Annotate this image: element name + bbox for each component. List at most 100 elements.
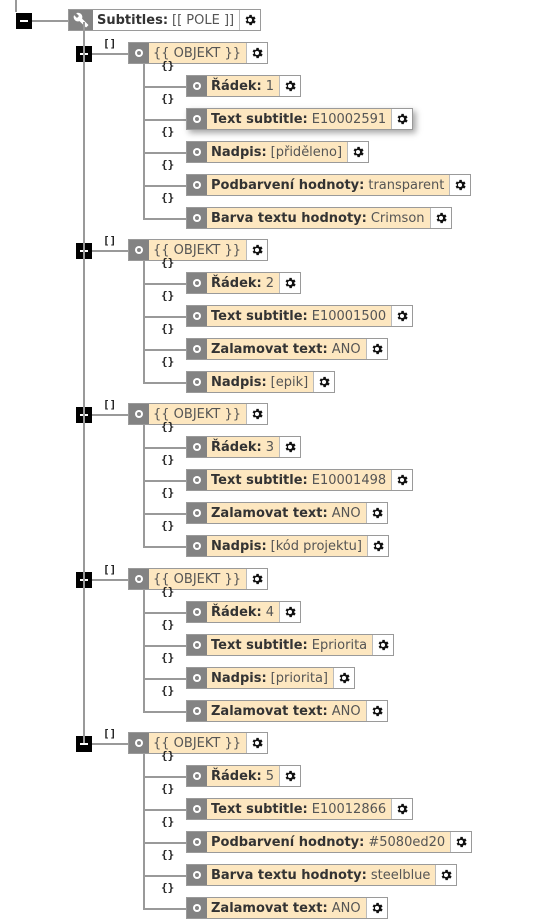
node-label: Text subtitle:E10001500: [207, 306, 392, 326]
gear-icon[interactable]: [332, 668, 354, 688]
property-node[interactable]: Nadpis:[epik]: [186, 371, 336, 393]
tree-connector: [143, 711, 186, 713]
collapse-object-button[interactable]: [76, 736, 92, 752]
tree-connector: [83, 22, 85, 743]
circle-dot-icon: [187, 470, 207, 490]
type-bracket: []: [103, 37, 117, 50]
tree-connector: [143, 283, 186, 285]
gear-icon[interactable]: [279, 602, 301, 622]
tree-connector: [143, 908, 186, 910]
object-node[interactable]: {{ OBJEKT }}: [128, 42, 269, 64]
node-dot: [193, 148, 201, 156]
node-key: Barva textu hodnoty:: [211, 867, 367, 883]
property-node[interactable]: Řádek:5: [186, 765, 302, 787]
tree-connector: [143, 185, 186, 187]
gear-icon[interactable]: [347, 142, 369, 162]
tree-connector: [143, 447, 186, 449]
node-key: Zalamovat text:: [211, 505, 328, 521]
property-node[interactable]: Zalamovat text:ANO: [186, 338, 388, 360]
property-node[interactable]: Řádek:2: [186, 272, 302, 294]
property-node[interactable]: Nadpis:[priorita]: [186, 667, 355, 689]
gear-icon[interactable]: [391, 306, 413, 326]
object-node[interactable]: {{ OBJEKT }}: [128, 732, 269, 754]
gear-icon[interactable]: [246, 43, 268, 63]
gear-icon[interactable]: [279, 766, 301, 786]
property-node[interactable]: Podbarvení hodnoty:#5080ed20: [186, 831, 473, 853]
property-node[interactable]: Text subtitle:E10012866: [186, 798, 414, 820]
gear-icon[interactable]: [246, 404, 268, 424]
node-dot: [135, 246, 143, 254]
property-node[interactable]: Zalamovat text:ANO: [186, 897, 388, 919]
collapse-root-button[interactable]: [16, 13, 32, 29]
gear-icon[interactable]: [365, 503, 387, 523]
node-dot: [193, 838, 201, 846]
tree-connector: [143, 513, 186, 515]
object-node[interactable]: {{ OBJEKT }}: [128, 568, 269, 590]
node-dot: [193, 312, 201, 320]
property-node[interactable]: Barva textu hodnoty:steelblue: [186, 864, 458, 886]
gear-icon[interactable]: [366, 536, 388, 556]
root-node[interactable]: Subtitles:[[ POLE ]]: [68, 9, 262, 31]
gear-icon[interactable]: [246, 569, 268, 589]
gear-icon[interactable]: [365, 701, 387, 721]
gear-icon[interactable]: [279, 273, 301, 293]
node-value: ANO: [331, 341, 361, 357]
gear-icon[interactable]: [246, 240, 268, 260]
node-label: {{ OBJEKT }}: [149, 569, 247, 589]
tree-connector: [143, 349, 186, 351]
node-key: Podbarvení hodnoty:: [211, 834, 365, 850]
property-node[interactable]: Nadpis:[přiděleno]: [186, 141, 370, 163]
gear-icon[interactable]: [450, 832, 472, 852]
gear-icon[interactable]: [429, 208, 451, 228]
property-node[interactable]: Text subtitle:E10001500: [186, 305, 414, 327]
property-node[interactable]: Text subtitle:E10001498: [186, 469, 414, 491]
property-node[interactable]: Řádek:1: [186, 75, 302, 97]
object-node[interactable]: {{ OBJEKT }}: [128, 239, 269, 261]
node-value: 3: [265, 439, 275, 455]
object-node[interactable]: {{ OBJEKT }}: [128, 403, 269, 425]
gear-icon[interactable]: [279, 76, 301, 96]
node-dot: [193, 509, 201, 517]
gear-icon[interactable]: [313, 372, 335, 392]
property-node[interactable]: Řádek:3: [186, 436, 302, 458]
circle-dot-icon: [187, 339, 207, 359]
gear-icon[interactable]: [391, 470, 413, 490]
circle-dot-icon: [187, 799, 207, 819]
gear-icon[interactable]: [372, 635, 394, 655]
node-key: Řádek:: [211, 604, 262, 620]
tree-connector: [143, 546, 186, 548]
node-dot: [193, 345, 201, 353]
gear-icon[interactable]: [391, 799, 413, 819]
property-node[interactable]: Zalamovat text:ANO: [186, 700, 388, 722]
circle-dot-icon: [187, 602, 207, 622]
gear-icon[interactable]: [279, 437, 301, 457]
circle-dot-icon: [187, 208, 207, 228]
type-bracket: {}: [161, 815, 175, 828]
gear-icon[interactable]: [239, 10, 261, 30]
gear-icon[interactable]: [449, 175, 471, 195]
type-bracket: []: [103, 727, 117, 740]
circle-dot-icon: [129, 404, 149, 424]
gear-icon[interactable]: [246, 733, 268, 753]
property-node[interactable]: Barva textu hodnoty:Crimson: [186, 207, 452, 229]
property-node[interactable]: Zalamovat text:ANO: [186, 502, 388, 524]
node-dot: [135, 410, 143, 418]
node-key: Text subtitle:: [211, 637, 308, 653]
node-label: Zalamovat text:ANO: [207, 503, 366, 523]
property-node[interactable]: Text subtitle:Epriorita: [186, 634, 395, 656]
gear-icon[interactable]: [435, 865, 457, 885]
circle-dot-icon: [187, 701, 207, 721]
node-key: Text subtitle:: [211, 472, 308, 488]
node-value: 1: [265, 78, 275, 94]
property-node[interactable]: Nadpis:[kód projektu]: [186, 535, 389, 557]
node-dot: [193, 181, 201, 189]
tree-connector: [143, 316, 186, 318]
node-dot: [193, 115, 201, 123]
property-node[interactable]: Podbarvení hodnoty:transparent: [186, 174, 472, 196]
property-node[interactable]: Text subtitle:E10002591: [186, 108, 414, 130]
property-node[interactable]: Řádek:4: [186, 601, 302, 623]
gear-icon[interactable]: [365, 339, 387, 359]
circle-dot-icon: [129, 240, 149, 260]
gear-icon[interactable]: [365, 898, 387, 918]
gear-icon[interactable]: [391, 109, 413, 129]
